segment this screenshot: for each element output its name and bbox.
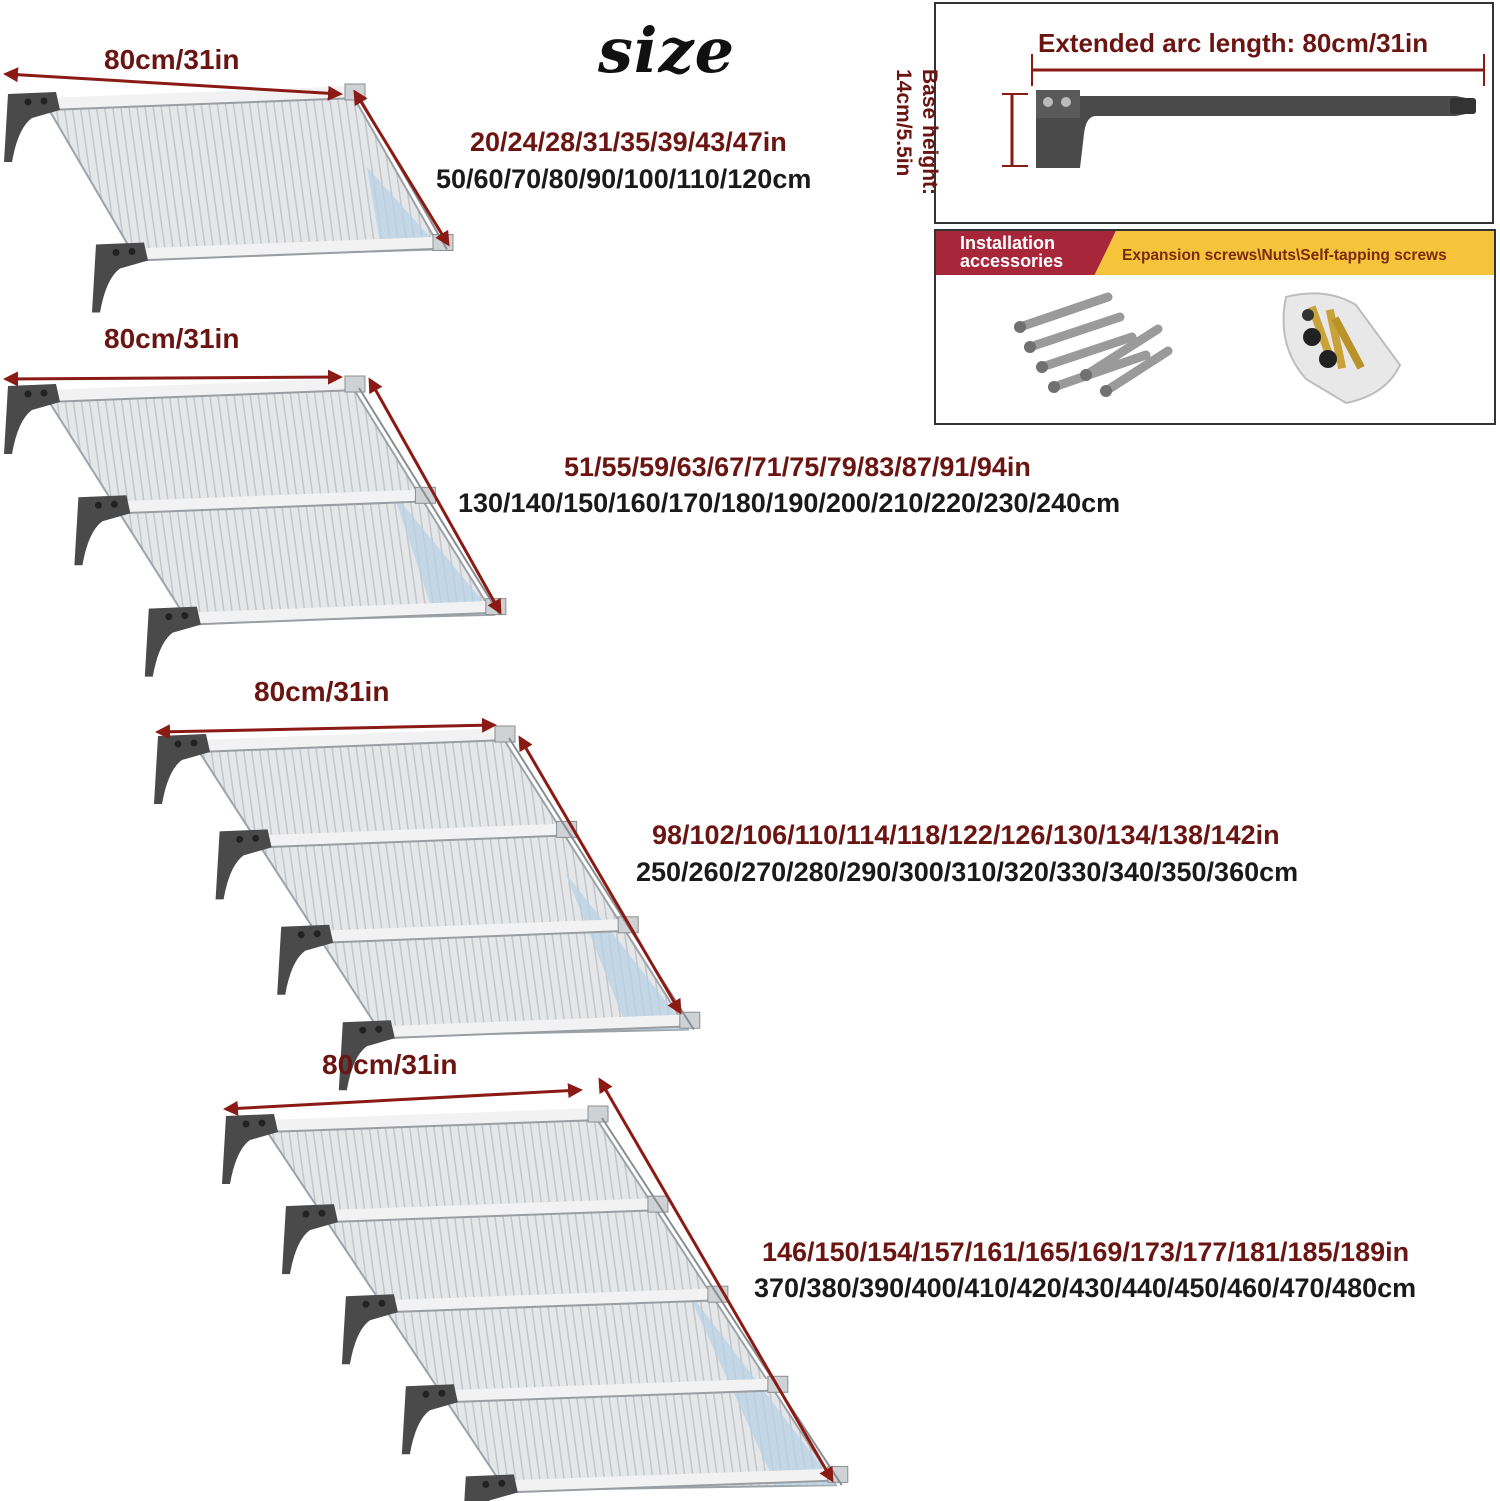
length-cm-2: 130/140/150/160/170/180/190/200/210/220/… xyxy=(458,488,1121,518)
canopy-2-bracket xyxy=(144,606,201,677)
canopy-4-bolt xyxy=(438,1389,446,1397)
canopy-4-bracket xyxy=(341,1294,398,1365)
base-height-value: 14cm/5.5in xyxy=(892,68,915,177)
canopy-2-bolt xyxy=(110,500,118,508)
length-cm-3: 250/260/270/280/290/300/310/320/330/340/… xyxy=(636,857,1299,887)
canopy-4-bolt xyxy=(318,1209,326,1217)
canopy-1-rail-edge xyxy=(135,247,446,262)
canopy-1-bolt xyxy=(24,98,32,106)
canopy-3-bolt xyxy=(190,739,198,747)
canopy-2-bolt xyxy=(165,613,173,621)
canopy-3-length-arrow xyxy=(518,735,682,1015)
bracket-detail-drawing xyxy=(1002,54,1485,168)
accessories-title-line2: accessories xyxy=(960,251,1064,271)
accessories-photo xyxy=(1014,292,1402,405)
canopy-1-bracket xyxy=(92,242,148,313)
length-in-4: 146/150/154/157/161/165/169/173/177/181/… xyxy=(762,1237,1410,1267)
canopy-4-bolt xyxy=(378,1299,386,1307)
canopy-3-rail xyxy=(382,1014,693,1039)
accessories-title: Installation accessories xyxy=(960,234,1063,270)
canopy-3-bracket xyxy=(338,1020,395,1091)
canopy-3-bolt xyxy=(375,1025,383,1033)
canopy-3-bolt xyxy=(174,740,182,748)
canopy-3-bolt xyxy=(236,835,244,843)
bracket-detail-panel: Extended arc length: 80cm/31in Base heig… xyxy=(892,2,1494,224)
canopy-2-bracket xyxy=(4,384,60,454)
canopy-2-bolt xyxy=(40,389,48,397)
canopy-2-length-arrow xyxy=(368,377,502,615)
canopy-1-bracket xyxy=(4,92,60,162)
canopy-4-length-arrow xyxy=(598,1077,834,1483)
canopy-4-bolt xyxy=(242,1120,250,1128)
installation-accessories-panel: Installation accessories Expansion screw… xyxy=(934,229,1496,425)
page-title: size xyxy=(598,14,736,87)
canopy-4-end-cap xyxy=(587,1105,609,1123)
screw-bag-icon xyxy=(1282,292,1402,405)
length-in-1: 20/24/28/31/35/39/43/47in xyxy=(470,127,787,157)
canopy-1-bolt xyxy=(112,249,120,257)
accessories-items: Expansion screws\Nuts\Self-tapping screw… xyxy=(1122,247,1447,264)
canopy-2-width-arrow xyxy=(3,369,343,387)
canopy-3-bracket xyxy=(154,734,210,804)
canopy-4-bolt xyxy=(482,1480,490,1488)
canopy-2-rail-edge xyxy=(47,389,358,403)
expansion-screws-icon xyxy=(1015,292,1173,396)
canopy-4-width-arrow xyxy=(223,1083,583,1116)
canopy-4-bolt xyxy=(258,1119,266,1127)
length-cm-1: 50/60/70/80/90/100/110/120cm xyxy=(436,164,812,194)
canopy-4-bolt xyxy=(362,1300,370,1308)
length-in-3: 98/102/106/110/114/118/122/126/130/134/1… xyxy=(652,820,1280,850)
canopy-4-bolt xyxy=(302,1210,310,1218)
canopy-1-bolt xyxy=(128,248,136,256)
canopy-4-bracket xyxy=(464,1474,518,1501)
canopy-3-bolt xyxy=(297,931,305,939)
base-height-label-group: Base height: 14cm/5.5in xyxy=(892,52,1004,212)
canopy-3-end-cap xyxy=(494,725,516,743)
accessories-banner-red xyxy=(936,231,1116,275)
accessories-banner-yellow xyxy=(1092,231,1494,275)
canopy-1-bolt xyxy=(40,97,48,105)
canopy-3-rail-edge xyxy=(197,739,508,753)
canopy-3-rail-edge xyxy=(382,1025,692,1040)
accessories-title-line1: Installation xyxy=(960,233,1056,253)
canopy-4-bracket xyxy=(222,1114,278,1184)
arc-length-label: Extended arc length: 80cm/31in xyxy=(1038,28,1429,58)
canopy-2-bolt xyxy=(24,390,32,398)
canopy-4-rail xyxy=(265,1108,601,1132)
width-label-4: 80cm/31in xyxy=(322,1049,458,1080)
canopy-2-bracket xyxy=(74,495,131,566)
canopy-3-rail xyxy=(259,823,569,848)
canopy-2-bolt xyxy=(94,501,102,509)
canopy-4-rail-edge xyxy=(265,1119,601,1133)
canopy-4-bolt xyxy=(498,1479,506,1487)
canopy-3-bolt xyxy=(313,930,321,938)
canopy-3-bolt xyxy=(252,834,260,842)
length-cm-4: 370/380/390/400/410/420/430/440/450/460/… xyxy=(754,1273,1417,1303)
canopy-3-bracket xyxy=(277,924,334,995)
canopy-3-end-cap xyxy=(679,1011,701,1029)
canopy-4-bolt xyxy=(422,1390,430,1398)
canopy-4-bracket xyxy=(401,1384,458,1455)
base-height-label: Base height: xyxy=(918,68,941,196)
length-in-2: 51/55/59/63/67/71/75/79/83/87/91/94in xyxy=(564,452,1031,482)
canopy-1-length-arrow xyxy=(353,89,450,247)
canopy-4-bracket xyxy=(281,1204,338,1275)
canopy-3-bolt xyxy=(359,1026,367,1034)
canopy-1-width-arrow xyxy=(3,67,343,101)
canopy-3-rail-edge xyxy=(259,834,569,849)
width-label-1: 80cm/31in xyxy=(104,44,240,75)
canopy-3-width-arrow xyxy=(155,717,497,740)
canopy-2-end-cap xyxy=(344,375,366,393)
accessories-banner: Installation accessories Expansion screw… xyxy=(936,231,1494,275)
canopy-2-bolt xyxy=(181,612,189,620)
width-label-2: 80cm/31in xyxy=(104,323,240,354)
canopy-3-bracket xyxy=(215,829,272,900)
width-label-3: 80cm/31in xyxy=(254,676,390,707)
